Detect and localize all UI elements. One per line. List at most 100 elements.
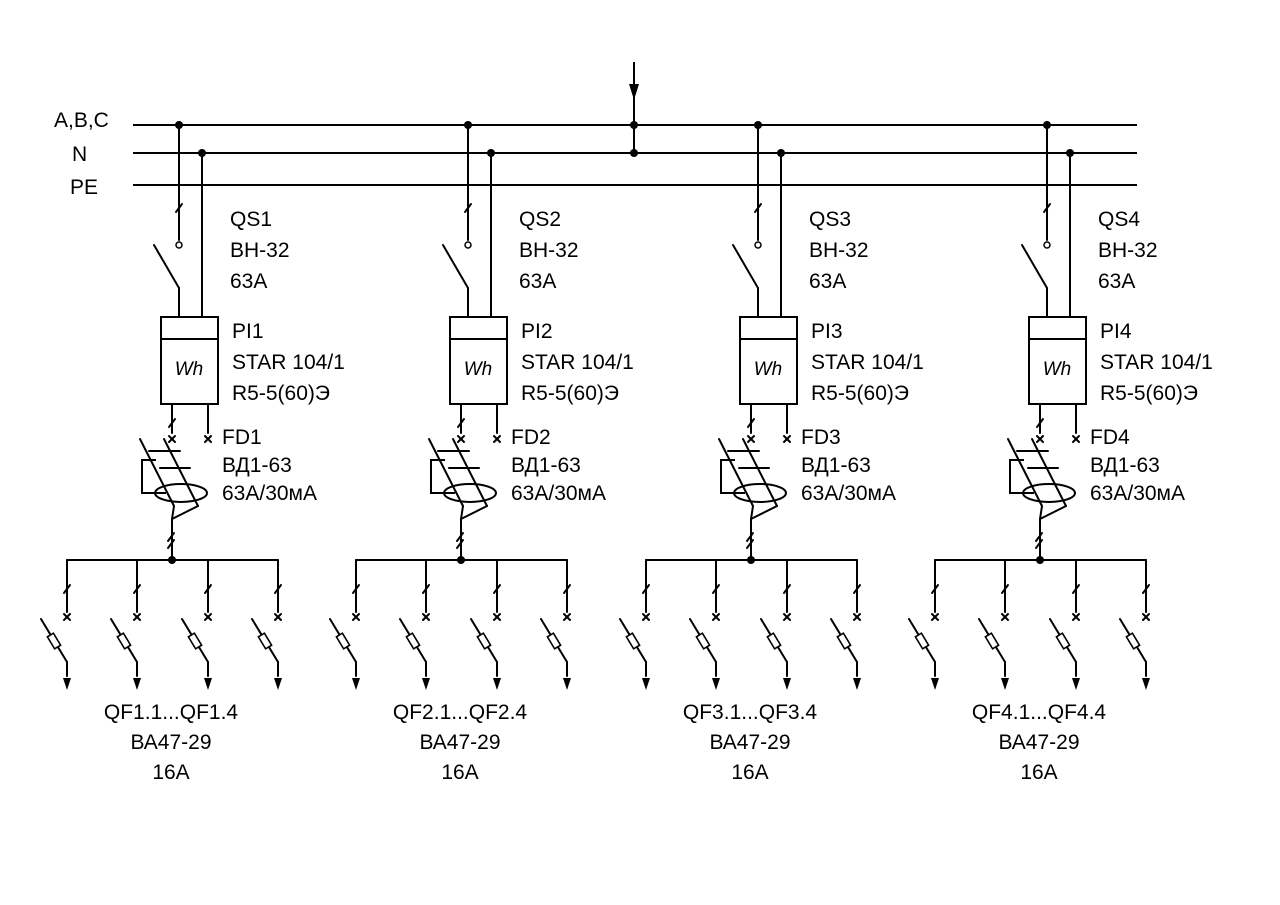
cross-mark-icon [1036,435,1044,443]
switch-name: QS4 [1098,208,1140,231]
thermal-release-icon [116,632,132,650]
switch-tick [464,203,472,213]
cross-mark-icon [457,435,465,443]
breaker-tick [783,584,791,594]
meter-name: PI1 [232,320,264,343]
switch-rating: 63А [230,270,267,293]
cross-stroke [457,435,465,443]
cross-stroke [1142,613,1150,621]
circuit-breaker-1 [619,559,650,690]
neutral-bus-label: N [72,143,87,166]
breaker-group [40,559,282,690]
arrow-down-icon [642,678,650,690]
thermal-release-icon [695,632,711,650]
cross-mark-icon [747,435,755,443]
cross-mark-icon [563,613,571,621]
arrow-down-icon [931,678,939,690]
current-transformer-icon [733,483,787,503]
switch-blade [442,244,469,289]
rcd-output [460,505,464,520]
rcd-output [460,505,488,520]
cross-stroke [642,613,650,621]
breaker-tick [642,584,650,594]
rcd-device [139,403,212,564]
cross-stroke [783,613,791,621]
thermal-release-icon [46,632,62,650]
breaker-rating: 16А [441,761,478,784]
cross-stroke [783,435,791,443]
breaker-tick [493,584,501,594]
rcd-output [1039,505,1067,520]
meter-wh-symbol: Wh [1043,359,1072,380]
breaker-range: QF2.1...QF2.4 [393,701,528,724]
cross-stroke [1001,613,1009,621]
switch-model: ВН-32 [230,239,290,262]
cross-mark-icon [1072,435,1080,443]
cross-stroke [168,435,176,443]
phase-bus-label: A,B,C [54,109,109,132]
incoming-feed-arrow [629,84,639,100]
breaker-rating: 16А [152,761,189,784]
circuit-breaker-3 [181,559,212,690]
thermal-release-icon [187,632,203,650]
breaker-tick [204,584,212,594]
breaker-range: QF1.1...QF1.4 [104,701,239,724]
rcd-output [171,505,175,520]
arrow-down-icon [783,678,791,690]
rcd-model: ВД1-63 [1090,454,1160,477]
switch-name: QS2 [519,208,561,231]
switch-tick [754,203,762,213]
rcd-tick [746,539,754,549]
rcd-tick [747,418,755,428]
meter-model: STAR 104/1 [232,351,345,374]
switch-contact-icon [464,241,472,249]
breaker-model: ВА47-29 [998,731,1079,754]
rcd-tick [167,539,175,549]
circuit-breaker-3 [760,559,791,690]
circuit-breaker-1 [329,559,360,690]
switch-model: ВН-32 [1098,239,1158,262]
cross-stroke [133,613,141,621]
breaker-model: ВА47-29 [130,731,211,754]
current-transformer-icon [1022,483,1076,503]
rcd-model: ВД1-63 [801,454,871,477]
meter-body [1028,316,1087,405]
thermal-release-icon [766,632,782,650]
meter-body [160,316,219,405]
meter-spec: R5-5(60)Э [232,382,330,405]
rcd-tick [1035,532,1043,542]
cross-mark-icon [274,613,282,621]
cross-stroke [493,435,501,443]
load-switch-qs [732,124,762,318]
breaker-tick [712,584,720,594]
switch-blade [1021,244,1048,289]
rcd-blade [139,438,175,507]
meter-name: PI2 [521,320,553,343]
cross-mark-icon [1001,613,1009,621]
cross-mark-icon [168,435,176,443]
cross-mark-icon [63,613,71,621]
meter-wh-symbol: Wh [754,359,783,380]
cross-stroke [204,435,212,443]
meter-spec: R5-5(60)Э [811,382,909,405]
junction-dot [630,121,638,129]
meter-model: STAR 104/1 [521,351,634,374]
switch-model: ВН-32 [519,239,579,262]
breaker-range: QF3.1...QF3.4 [683,701,818,724]
switch-rating: 63А [1098,270,1135,293]
switch-contact-icon [175,241,183,249]
breaker-tick [274,584,282,594]
switch-contact-icon [754,241,762,249]
switch-name: QS3 [809,208,851,231]
rcd-rating: 63А/30мА [1090,482,1185,505]
cross-stroke [853,613,861,621]
rcd-output [750,505,754,520]
thermal-release-icon [335,632,351,650]
circuit-breaker-2 [110,559,141,690]
circuit-breaker-3 [470,559,501,690]
